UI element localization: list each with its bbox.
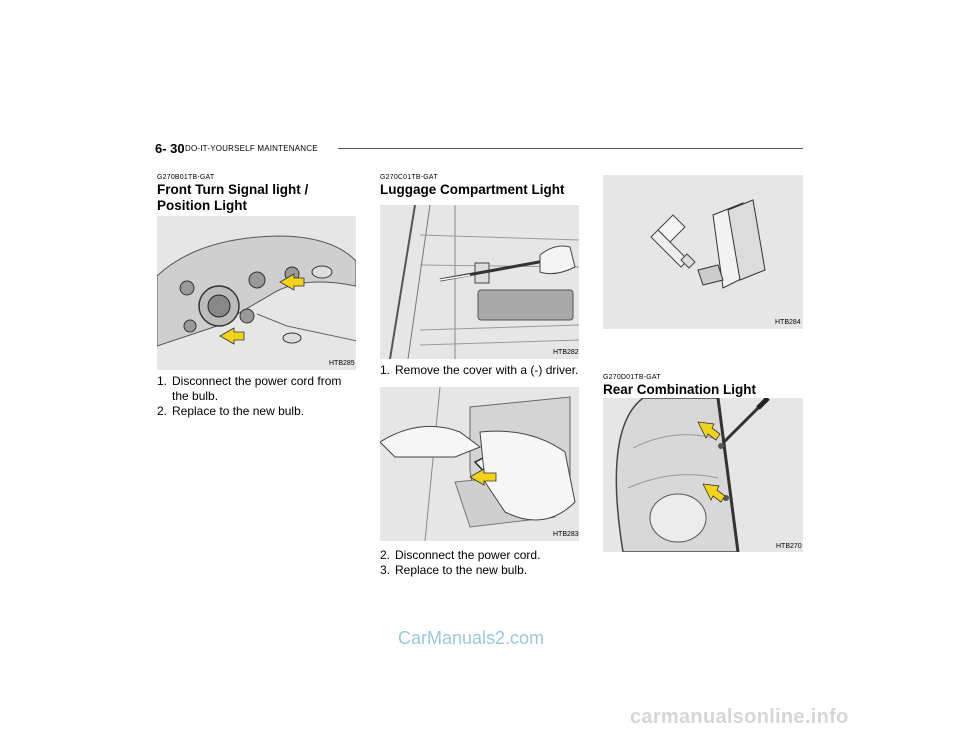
luggage-cover-illustration [389, 205, 579, 359]
steps-luggage-replace: 2.Disconnect the power cord. 3.Replace t… [380, 548, 580, 578]
figure-label-htb282: HTB282 [553, 349, 579, 356]
rear-combination-illustration [615, 398, 770, 552]
headlamp-illustration [157, 235, 356, 347]
watermark-carmanuals2: CarManuals2.com [398, 628, 545, 648]
figure-label-htb285: HTB285 [329, 360, 355, 367]
step-item: 1.Disconnect the power cord from the bul… [157, 374, 342, 403]
step-remove-cover: 1.Remove the cover with a (-) driver. [380, 363, 580, 378]
heading-luggage-light: Luggage Compartment Light [380, 182, 565, 197]
steps-front-turn-signal: 1.Disconnect the power cord from the bul… [157, 374, 357, 419]
figure-rear-combination [603, 398, 803, 552]
header-rule [338, 148, 803, 149]
step-item: 2.Disconnect the power cord. [380, 548, 541, 562]
figure-label-htb270: HTB270 [776, 543, 802, 550]
section-code-front-turn: G270B01TB-GAT [157, 174, 215, 181]
page-number: 6- 30 [155, 141, 185, 156]
heading-rear-combination-light: Rear Combination Light [603, 382, 756, 397]
luggage-bulb-illustration [650, 199, 766, 289]
watermark-carmanualsonline: carmanualsonline.info [630, 706, 849, 728]
step-item: 2.Replace to the new bulb. [157, 404, 305, 418]
figure-luggage-connector [380, 387, 579, 541]
section-title: DO-IT-YOURSELF MAINTENANCE [185, 144, 318, 153]
figure-label-htb283: HTB283 [553, 531, 579, 538]
figure-luggage-cover [380, 205, 579, 359]
step-item: 1.Remove the cover with a (-) driver. [380, 363, 579, 377]
figure-luggage-bulb [603, 175, 803, 329]
heading-line-2: Position Light [157, 198, 247, 213]
section-code-rear-combination: G270D01TB-GAT [603, 374, 661, 381]
luggage-connector-illustration [380, 387, 576, 541]
figure-front-turn-signal [157, 216, 356, 370]
heading-front-turn-signal: Front Turn Signal light / Position Light [157, 182, 308, 214]
step-item: 3.Replace to the new bulb. [380, 563, 528, 577]
heading-line-1: Front Turn Signal light / [157, 182, 309, 197]
section-code-luggage: G270C01TB-GAT [380, 174, 438, 181]
figure-label-htb284: HTB284 [775, 319, 801, 326]
